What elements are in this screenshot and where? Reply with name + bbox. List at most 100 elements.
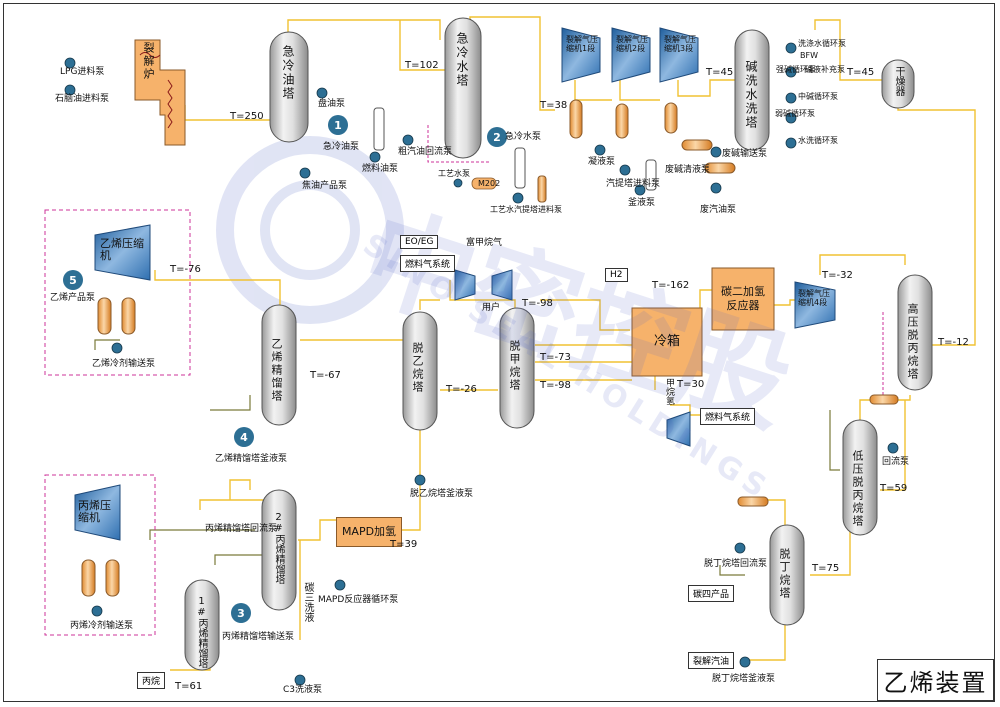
deethanizer-label: 脱乙烷塔 bbox=[411, 342, 424, 394]
c4-product-box: 碳四产品 bbox=[688, 585, 735, 602]
cold-box-label: 冷箱 bbox=[653, 333, 680, 349]
label-propylene-transfer: 丙烯精馏塔输送泵 bbox=[222, 632, 295, 642]
temp-30: T=30 bbox=[677, 379, 705, 390]
temp-neg98-a: T=-98 bbox=[522, 298, 553, 309]
label-fuel-oil-pump: 燃料油泵 bbox=[362, 164, 399, 174]
quench-oil-tower-shape bbox=[269, 31, 309, 143]
temp-102: T=102 bbox=[405, 60, 439, 71]
dryer-shape bbox=[881, 59, 915, 109]
lp-depropanizer-label: 低压脱丙烷塔 bbox=[851, 450, 864, 528]
recycle-lines bbox=[94, 339, 840, 576]
label-sump-pump: 釜液泵 bbox=[628, 198, 656, 208]
ethylene-compressor-label: 乙烯压缩机 bbox=[100, 237, 144, 263]
pump-number-3: 3 bbox=[231, 603, 251, 623]
dryer-label: 干燥器 bbox=[893, 66, 904, 96]
label-ethylene-fract-sump: 乙烯精馏塔釜液泵 bbox=[215, 454, 288, 464]
pump-number-4: 4 bbox=[234, 427, 254, 447]
ethylene-refrigeration-box bbox=[44, 209, 191, 376]
plant-title: 乙烯装置 bbox=[877, 659, 994, 701]
label-c3-wash: C3洗液泵 bbox=[283, 685, 323, 695]
label-stripper-feed: 汽提塔进料泵 bbox=[606, 179, 661, 189]
pump-number-2: 2 bbox=[487, 127, 507, 147]
label-ethylene-product-pump: 乙烯产品泵 bbox=[50, 293, 96, 303]
small-stripper-1 bbox=[373, 107, 385, 151]
label-process-water: 工艺水泵 bbox=[438, 169, 470, 178]
temp-59: T=59 bbox=[880, 483, 908, 494]
temp-39: T=39 bbox=[390, 539, 418, 550]
debutanizer-shape bbox=[769, 524, 805, 626]
label-coke-pump: 焦油产品泵 bbox=[302, 181, 348, 191]
temp-250: T=250 bbox=[230, 111, 264, 122]
vessels bbox=[81, 99, 899, 597]
label-quench-oil-pump: 急冷油泵 bbox=[323, 142, 360, 152]
hp-depropanizer-label: 高压脱丙烷塔 bbox=[906, 303, 919, 381]
temp-75: T=75 bbox=[812, 563, 840, 574]
eo-eg-box: EO/EG bbox=[400, 235, 439, 249]
label-debut-sump: 脱丁烷塔釜液泵 bbox=[712, 674, 776, 684]
c3-2-tower-shape bbox=[261, 489, 297, 611]
label-water-wash-circ: 水洗循环泵 bbox=[798, 136, 838, 145]
temp-neg67: T=-67 bbox=[310, 370, 341, 381]
label-process-water-stripper: 工艺水汽提塔进料泵 bbox=[490, 205, 562, 214]
label-waste-oil: 废汽油泵 bbox=[700, 205, 737, 215]
fuel-gas-box: 燃料气系统 bbox=[400, 255, 456, 272]
label-spent-caustic-cleaning: 废碱清液泵 bbox=[665, 165, 711, 175]
temp-neg98-b: T=-98 bbox=[540, 380, 571, 391]
c3-1-tower-label: 1#丙烯精馏塔 bbox=[196, 596, 207, 668]
temp-45-a: T=45 bbox=[706, 67, 734, 78]
label-bfw: BFW bbox=[800, 51, 818, 60]
label-wash-water: 洗涤水循环泵 bbox=[798, 39, 846, 48]
rich-methane-label: 富甲烷气 bbox=[466, 238, 503, 248]
demethanizer-label: 脱甲烷塔 bbox=[508, 340, 521, 392]
c3-wash-liquid-label: 碳三洗液 bbox=[302, 582, 313, 622]
temp-45-b: T=45 bbox=[847, 67, 875, 78]
cracking-furnace-shape bbox=[134, 39, 186, 146]
ethylene-fractionator-shape bbox=[261, 304, 297, 426]
label-caustic-circ-strong: 强碱循环泵 bbox=[776, 65, 816, 74]
ethylene-fractionator-label: 乙烯精馏塔 bbox=[270, 338, 283, 403]
process-lines bbox=[154, 16, 976, 671]
caustic-wash-tower-label: 碱洗水洗塔 bbox=[744, 60, 758, 130]
label-reflux-pump: 回流泵 bbox=[882, 457, 910, 467]
quench-water-tower-label: 急冷水塔 bbox=[455, 32, 469, 88]
temp-neg162: T=-162 bbox=[652, 280, 690, 291]
temp-38: T=38 bbox=[540, 100, 568, 111]
label-deethanizer-sump: 脱乙烷塔釜液泵 bbox=[410, 489, 474, 499]
comp3-label: 裂解气压缩机3段 bbox=[664, 35, 696, 53]
temp-neg26: T=-26 bbox=[446, 384, 477, 395]
label-propylene-cold-transfer: 丙烯冷剂输送泵 bbox=[70, 621, 134, 631]
mapd-label: MAPD加氢 bbox=[336, 517, 402, 547]
methane-hydrogen-label: 甲烷氢 bbox=[664, 378, 674, 405]
label-caustic-circ-medium: 中碱循环泵 bbox=[798, 92, 838, 101]
label-spent-caustic-tower: 废碱输送泵 bbox=[722, 149, 768, 159]
cracking-furnace-label: 裂解炉 bbox=[142, 42, 155, 81]
deethanizer-shape bbox=[402, 311, 438, 431]
label-debut-reflux: 脱丁烷塔回流泵 bbox=[704, 559, 768, 569]
temp-neg73: T=-73 bbox=[540, 352, 571, 363]
label-caustic-transfer: 碱液补充泵 bbox=[805, 65, 845, 74]
caustic-wash-tower-shape bbox=[734, 29, 770, 151]
label-m202: M202 bbox=[478, 179, 501, 188]
temp-61: T=61 bbox=[175, 681, 203, 692]
pump-number-1: 1 bbox=[328, 115, 348, 135]
compressors bbox=[74, 27, 836, 541]
label-dilute-oil: 盘油泵 bbox=[318, 99, 346, 109]
debutanizer-label: 脱丁烷塔 bbox=[778, 548, 791, 600]
quench-water-tower-shape bbox=[444, 17, 482, 159]
c3-2-tower-label: 2#丙烯精馏塔 bbox=[273, 512, 284, 584]
h2-box: H2 bbox=[605, 268, 628, 282]
pump-number-5: 5 bbox=[63, 270, 83, 290]
temp-neg32: T=-32 bbox=[822, 270, 853, 281]
label-naphtha-feed: 石脑油进料泵 bbox=[55, 94, 110, 104]
watermark bbox=[216, 136, 404, 324]
small-stripper-3 bbox=[645, 159, 657, 191]
temp-neg76: T=-76 bbox=[170, 264, 201, 275]
fuel-gas-box-2: 燃料气系统 bbox=[700, 408, 756, 425]
small-stripper-2 bbox=[514, 147, 526, 189]
label-mapd-circ: MAPD反应器循环泵 bbox=[318, 595, 399, 605]
hp-depropanizer-shape bbox=[897, 274, 933, 391]
label-ethylene-cold-transfer: 乙烯冷剂输送泵 bbox=[92, 359, 156, 369]
pumps bbox=[64, 42, 899, 686]
